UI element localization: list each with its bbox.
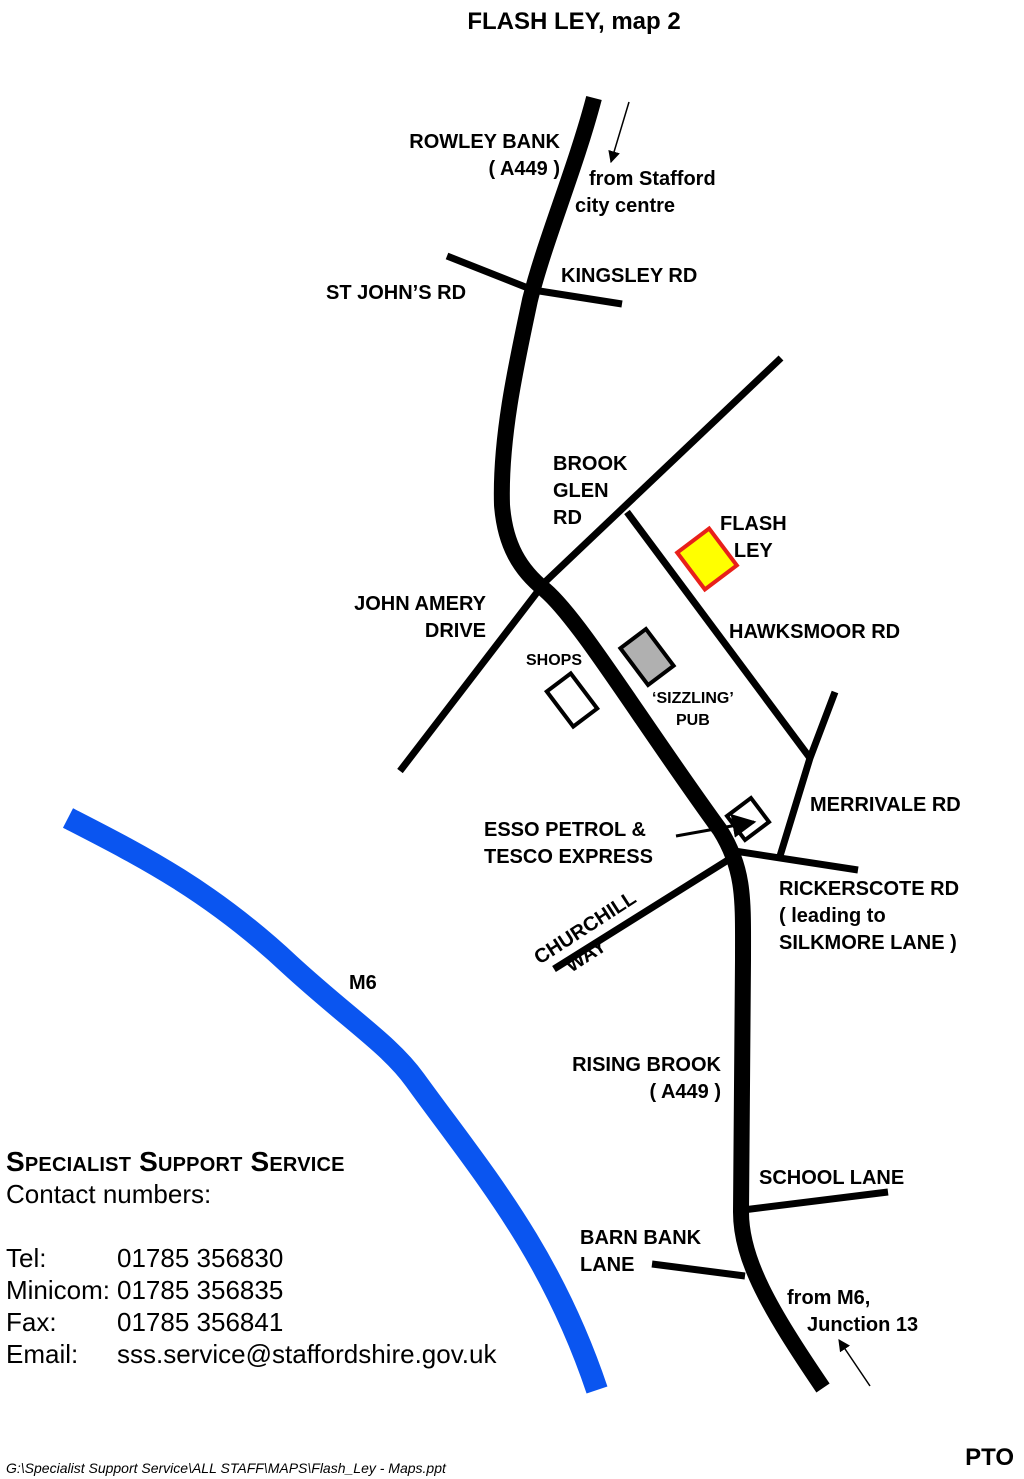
label-shops: SHOPS (526, 652, 583, 669)
label-m6: M6 (349, 972, 377, 994)
label-from-m6: from M6, Junction 13 (787, 1287, 919, 1336)
from-m6-arrow (838, 1339, 871, 1387)
label-st-johns-rd: ST JOHN’S RD (326, 282, 467, 304)
a449-main-road (493, 95, 830, 1393)
barn-bank-lane-road (651, 1260, 746, 1280)
label-sizzling-pub: ‘SIZZLING’ PUB (652, 690, 734, 729)
contact-block: Specialist Support Service Contact numbe… (6, 1146, 496, 1370)
merrivale-rd-road (776, 690, 839, 858)
contact-row-tel: Tel: 01785 356830 (6, 1242, 496, 1274)
contact-row-email: Email: sss.service@staffordshire.gov.uk (6, 1338, 496, 1370)
contact-heading: Specialist Support Service (6, 1146, 345, 1177)
label-rising-brook: RISING BROOK ( A449 ) (572, 1054, 721, 1103)
label-from-stafford: from Stafford city centre (575, 168, 716, 217)
label-hawksmoor-rd: HAWKSMOOR RD (729, 621, 901, 643)
label-school-lane: SCHOOL LANE (759, 1167, 905, 1189)
rickerscote-rd-road (727, 846, 859, 874)
side-roads (397, 252, 889, 1280)
contact-row-minicom: Minicom: 01785 356835 (6, 1274, 496, 1306)
from-stafford-arrow (608, 101, 630, 164)
flash-ley-marker (674, 525, 740, 593)
shops-marker (543, 670, 601, 730)
label-barn-bank-lane: BARN BANK LANE (580, 1227, 702, 1276)
hawksmoor-rd-road (624, 509, 813, 761)
contact-key: Fax: (6, 1307, 57, 1337)
label-flash-ley: FLASH LEY (720, 513, 787, 562)
contact-value: 01785 356841 (117, 1307, 284, 1337)
label-john-amery-drive: JOHN AMERY DRIVE (354, 593, 486, 642)
john-amery-drive-road (397, 579, 548, 774)
contact-key: Minicom: (6, 1275, 111, 1305)
contact-subheading: Contact numbers: (6, 1179, 212, 1209)
school-lane-road (742, 1188, 889, 1214)
contact-email-link[interactable]: sss.service@staffordshire.gov.uk (117, 1339, 497, 1369)
contact-row-fax: Fax: 01785 356841 (6, 1306, 496, 1338)
kingsley-rd-road (532, 286, 623, 308)
churchill-way-road (552, 857, 730, 972)
st-johns-rd-road (445, 252, 535, 294)
label-kingsley-rd: KINGSLEY RD (561, 265, 698, 287)
contact-key: Tel: (6, 1243, 47, 1273)
label-rickerscote-rd: RICKERSCOTE RD ( leading to SILKMORE LAN… (779, 878, 960, 954)
pto-label: PTO (965, 1444, 1014, 1471)
brook-glen-rd-road (542, 355, 784, 585)
esso-pointer-arrow (675, 814, 757, 838)
label-rowley-bank: ROWLEY BANK ( A449 ) (409, 131, 560, 180)
map-title: FLASH LEY, map 2 (467, 8, 681, 35)
contact-value: 01785 356830 (117, 1243, 284, 1273)
contact-key: Email: (6, 1339, 79, 1369)
footer-file-path: G:\Specialist Support Service\ALL STAFF\… (6, 1460, 446, 1476)
label-esso-tesco: ESSO PETROL & TESCO EXPRESS (484, 819, 653, 868)
label-merrivale-rd: MERRIVALE RD (810, 794, 961, 816)
label-brook-glen-rd: BROOK GLEN RD (553, 453, 628, 529)
sizzling-pub-marker (617, 626, 677, 688)
m6-motorway (62, 808, 608, 1394)
esso-tesco-marker (724, 795, 772, 843)
contact-value: 01785 356835 (117, 1275, 284, 1305)
